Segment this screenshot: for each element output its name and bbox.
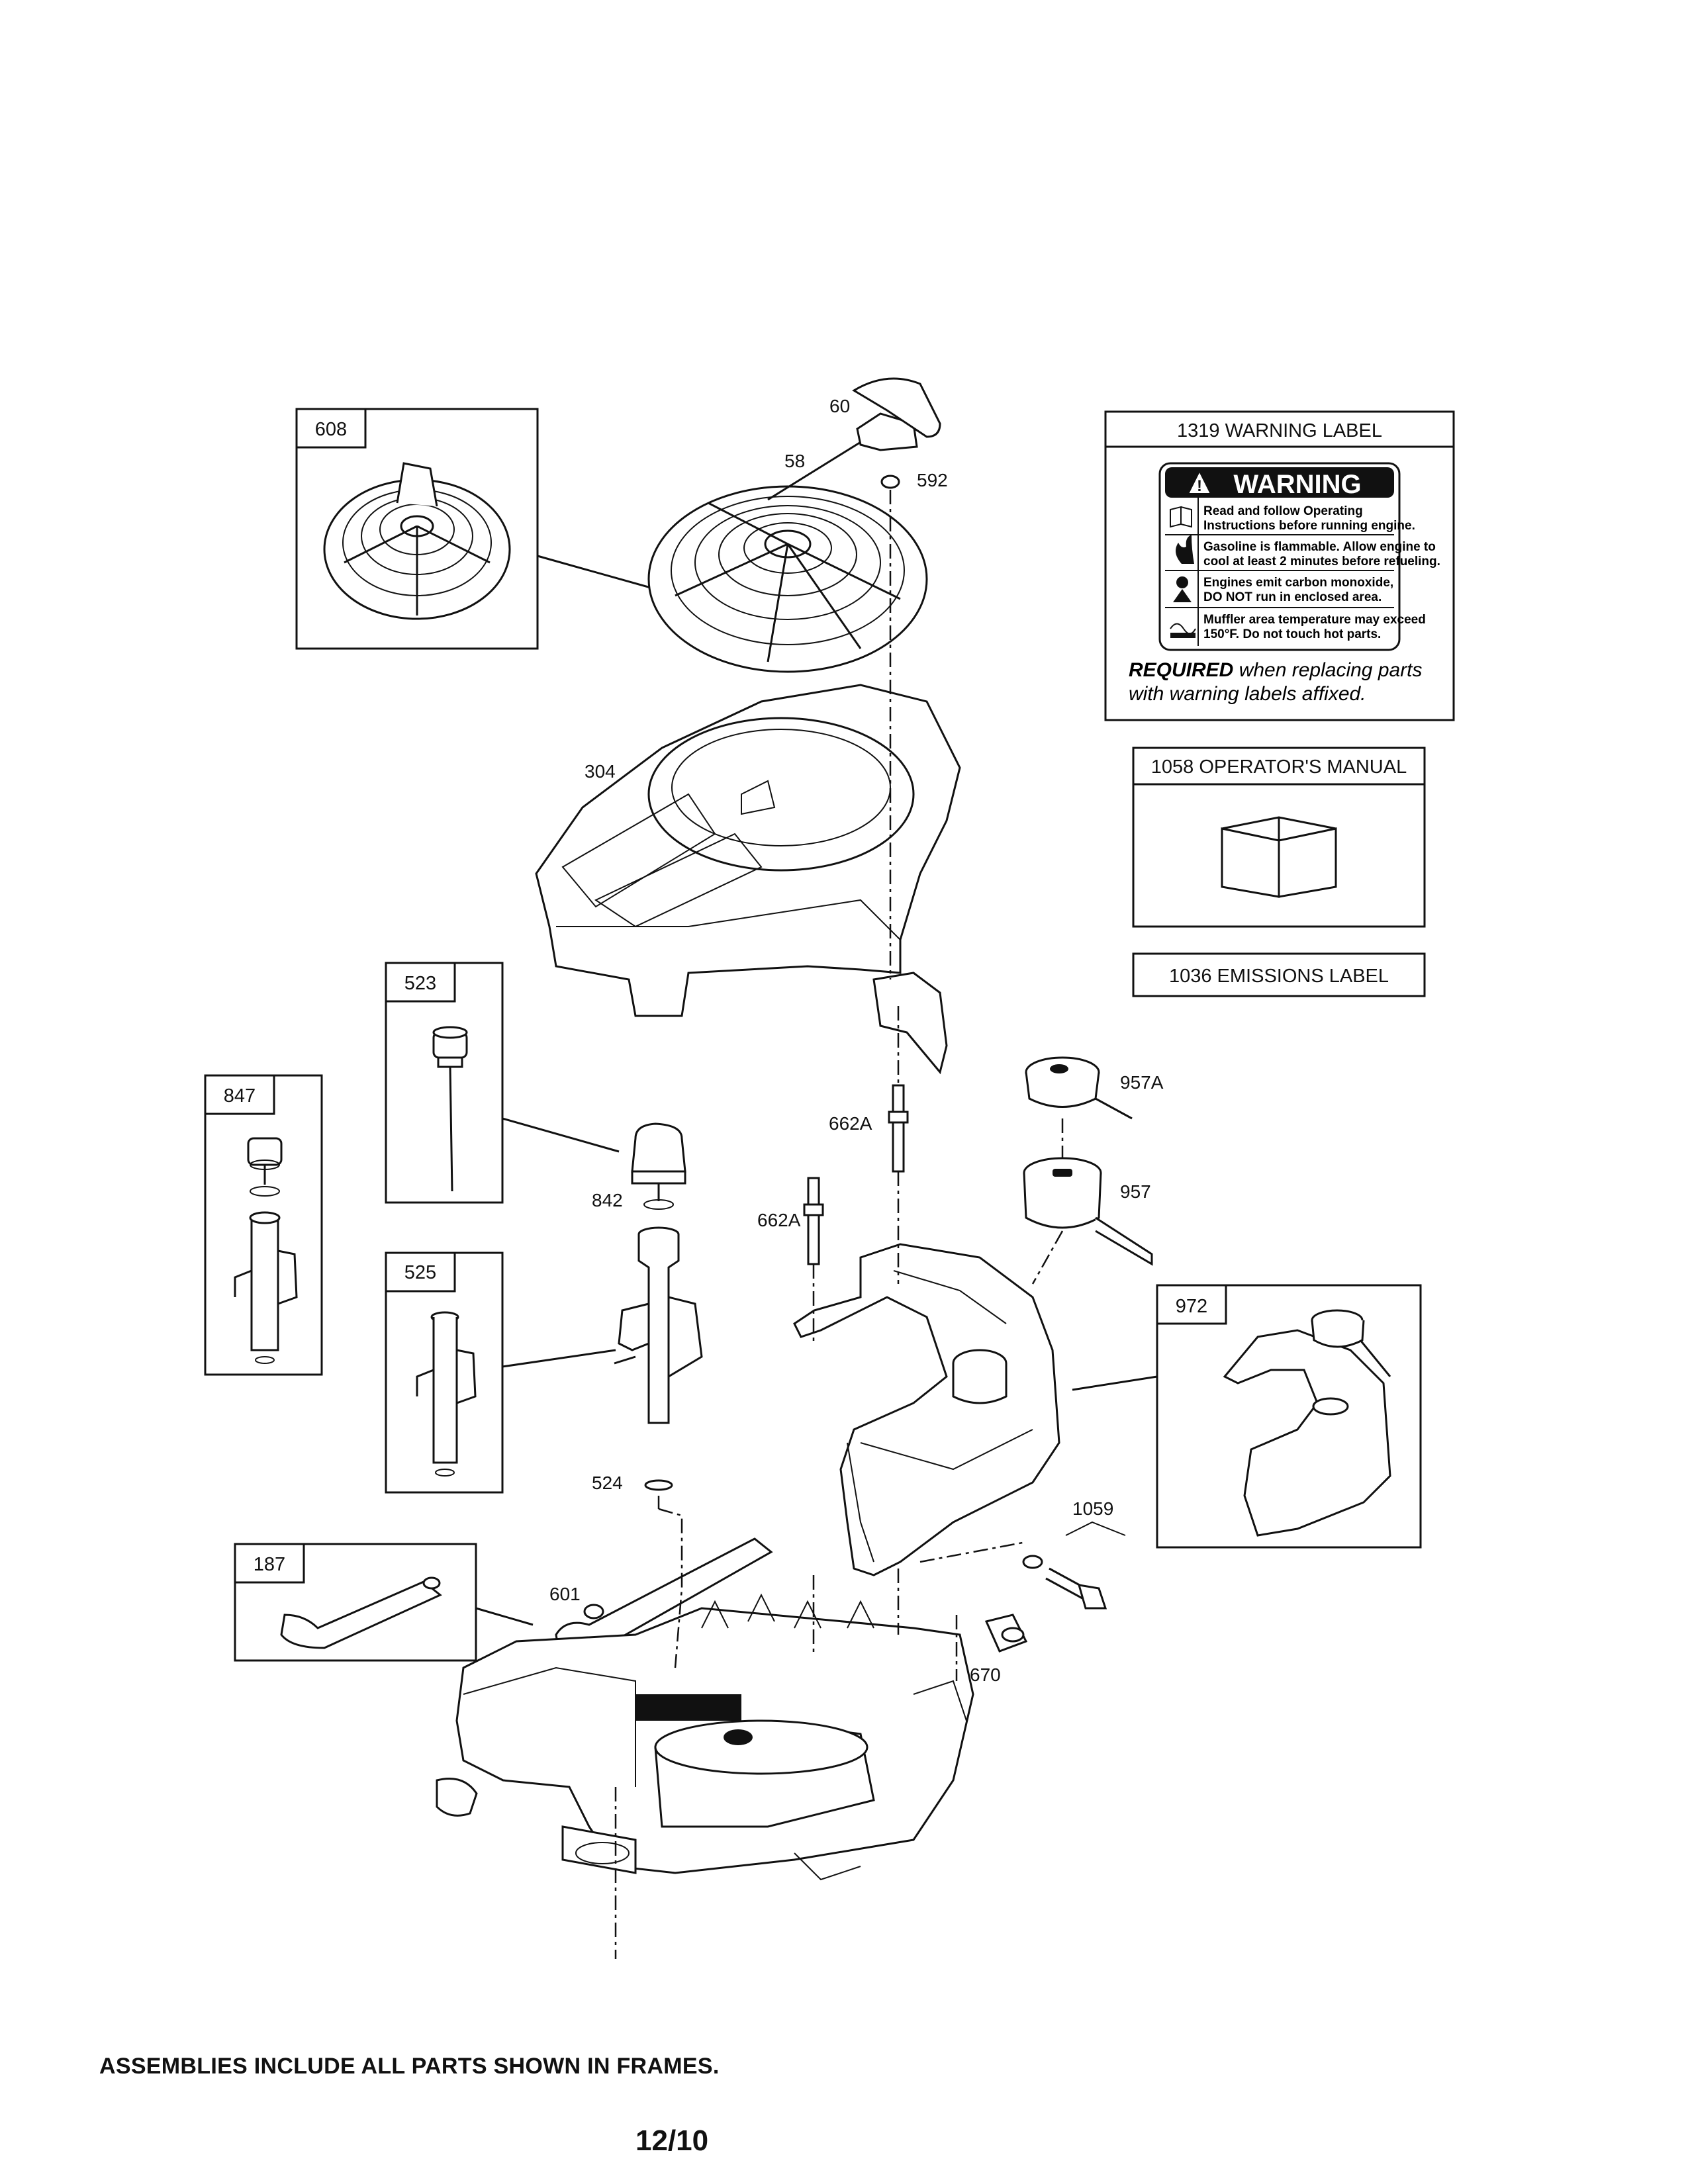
frame-523: 523 (385, 962, 620, 1204)
warning-label-title: 1319 WARNING LABEL (1177, 420, 1382, 441)
callout-601: 601 (549, 1584, 581, 1604)
frame-608: 608 (295, 408, 656, 650)
warning-label-box: 1319 WARNING LABEL ! WARNING Read and fo… (1104, 410, 1455, 721)
hot-surface-icon (1170, 623, 1196, 638)
required-rest: when replacing parts (1233, 659, 1422, 681)
callout-60: 60 (829, 396, 850, 416)
fire-icon (1176, 535, 1194, 564)
fuel-cap-957a (1025, 1056, 1133, 1120)
warning-line-2b: cool at least 2 minutes before refueling… (1203, 555, 1440, 569)
emissions-label-title: 1036 EMISSIONS LABEL (1169, 966, 1389, 987)
spacer-670 (984, 1614, 1028, 1653)
nut-592 (880, 475, 900, 489)
fill-tube-thumb (416, 1311, 477, 1477)
frame-525: 525 (385, 1251, 616, 1494)
frame-608-label: 608 (315, 419, 347, 440)
fuel-cap-957 (1023, 1157, 1153, 1266)
callout-662a-upper: 662A (829, 1113, 872, 1134)
bolt-1059 (1022, 1521, 1126, 1610)
page-number: 12/10 (635, 2124, 709, 2157)
stud-662a-upper (888, 1084, 909, 1173)
oil-fill-assembly-thumb (234, 1137, 298, 1364)
starter-assembly-thumb (323, 462, 511, 620)
frame-608-leader (537, 555, 656, 590)
oil-fill-cap (631, 1122, 686, 1210)
frame-525-label: 525 (404, 1262, 436, 1283)
frame-847-label: 847 (224, 1085, 256, 1107)
frame-523-label: 523 (404, 973, 436, 994)
callout-592: 592 (917, 470, 948, 490)
blower-housing (535, 684, 961, 1017)
svg-text:!: ! (1197, 477, 1202, 495)
stud-662a-lower (803, 1177, 824, 1265)
rewind-starter (647, 485, 928, 673)
frame-972: 972 (1072, 1284, 1422, 1549)
breather-tube-thumb (280, 1576, 442, 1649)
warning-line-3b: DO NOT run in enclosed area. (1203, 590, 1382, 604)
frame-187-label: 187 (254, 1554, 285, 1575)
starter-rope (767, 412, 918, 501)
warning-banner: WARNING (1233, 470, 1361, 499)
callout-58: 58 (784, 451, 805, 471)
warning-line-3a: Engines emit carbon monoxide, (1203, 576, 1393, 590)
frame-847: 847 (204, 1074, 323, 1376)
callout-1059: 1059 (1072, 1498, 1113, 1519)
warning-line-1b: Instructions before running engine. (1203, 519, 1415, 533)
baffle-bracket (872, 972, 948, 1075)
carbon-monoxide-icon (1173, 576, 1192, 602)
fuel-tank-assembly-thumb (1223, 1309, 1391, 1537)
fuel-tank (793, 1243, 1060, 1576)
book-icon (1221, 816, 1337, 898)
emissions-label-box: 1036 EMISSIONS LABEL (1132, 952, 1426, 997)
starter-handle (852, 377, 941, 438)
warning-line-4b: 150°F. Do not touch hot parts. (1203, 627, 1381, 641)
dipstick-thumb (432, 1026, 468, 1192)
bolt-alignment (919, 1541, 1027, 1563)
warning-triangle-icon (1187, 469, 1212, 494)
callout-524: 524 (592, 1473, 623, 1493)
warning-line-4a: Muffler area temperature may exceed (1203, 613, 1426, 627)
frame-187: 187 (234, 1543, 534, 1662)
engine-block (436, 1593, 974, 1881)
manual-book-icon (1170, 506, 1192, 528)
callout-670: 670 (970, 1664, 1001, 1685)
required-line-2: with warning labels affixed. (1129, 683, 1366, 705)
callout-662a-lower: 662A (757, 1210, 801, 1230)
frame-972-label: 972 (1176, 1296, 1207, 1317)
oil-fill-tube (614, 1226, 703, 1424)
o-ring-524 (644, 1479, 673, 1491)
callout-842: 842 (592, 1190, 623, 1210)
warning-line-2a: Gasoline is flammable. Allow engine to (1203, 540, 1436, 554)
svg-text:REQUIRED when replacing parts: REQUIRED when replacing parts (1129, 659, 1423, 681)
warning-line-1a: Read and follow Operating (1203, 504, 1363, 518)
alignment-lines (614, 490, 1064, 1959)
callout-304: 304 (585, 761, 616, 782)
operators-manual-box: 1058 OPERATOR'S MANUAL (1132, 747, 1426, 928)
assemblies-note: ASSEMBLIES INCLUDE ALL PARTS SHOWN IN FR… (99, 2054, 720, 2079)
operators-manual-title: 1058 OPERATOR'S MANUAL (1151, 756, 1407, 778)
required-bold: REQUIRED (1129, 659, 1233, 681)
callout-957a: 957A (1120, 1072, 1164, 1093)
callout-957: 957 (1120, 1181, 1151, 1202)
